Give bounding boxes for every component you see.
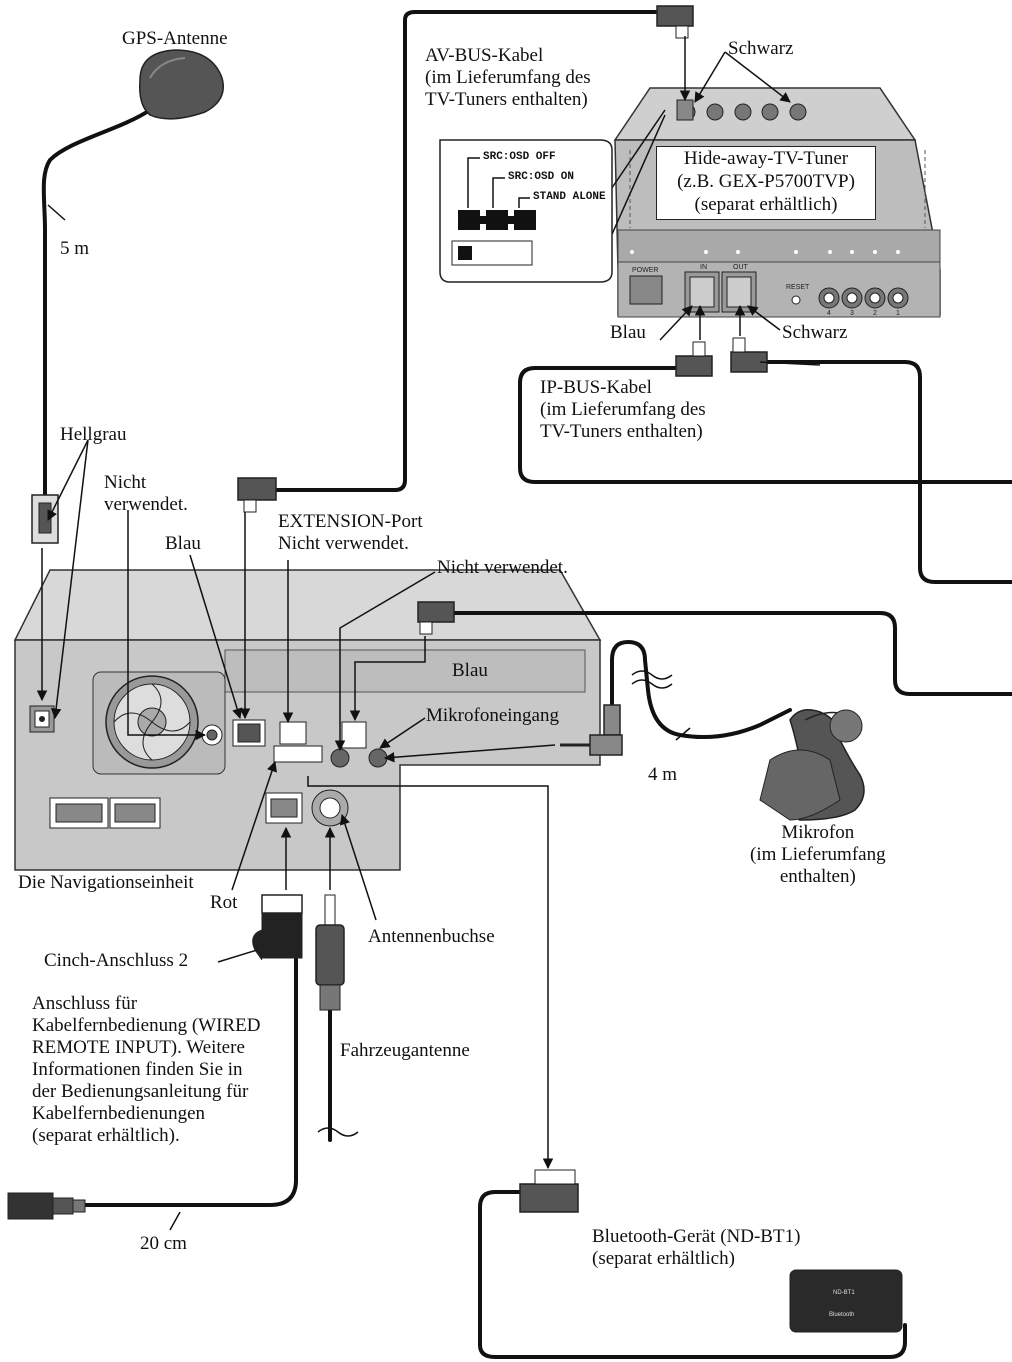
cables [41,10,1012,1359]
tuner-port-4: 4 [827,310,831,317]
tuner-port-1: 1 [896,310,900,317]
label-remote-length: 20 cm [140,1233,187,1254]
label-blue-2: Blau [452,660,488,681]
tuner-reset-label: RESET [786,284,810,291]
tuner-power-label: POWER [632,267,659,274]
switch-osd-off: SRC:OSD OFF [483,151,556,163]
switch-inset [439,139,613,283]
label-bluetooth: Bluetooth-Gerät (ND-BT1)(separat erhältl… [592,1226,801,1269]
tuner-port-2: 2 [873,310,877,317]
tuner-port-3: 3 [850,310,854,317]
label-gps-length: 5 m [60,238,90,259]
tuner-top-jacks [676,99,807,121]
navigation-unit [13,569,602,871]
label-nav-unit: Die Navigationseinheit [18,872,194,893]
tuner-out-label: OUT [733,264,748,271]
label-rca-2: Cinch-Anschluss 2 [44,950,189,971]
tuner-label-box: Hide-away-TV-Tuner (z.B. GEX-P5700TVP) (… [656,146,876,220]
label-blue-1: Blau [165,533,201,554]
label-vehicle-antenna: Fahrzeugantenne [340,1040,470,1061]
label-gps-antenna: GPS-Antenne [122,28,228,49]
bt-brand-label: Bluetooth [829,1312,855,1318]
tuner-in-label: IN [700,264,707,271]
switch-stand-alone: STAND ALONE [533,191,606,203]
cable-breaks [317,670,673,1137]
label-mic-input: Mikrofoneingang [426,705,559,726]
label-red: Rot [210,892,238,913]
switch-osd-on: SRC:OSD ON [508,171,575,183]
label-light-gray: Hellgrau [60,424,127,445]
label-mic-length: 4 m [648,764,678,785]
label-black-2: Schwarz [782,322,848,343]
bt-model-label: ND-BT1 [833,1290,855,1296]
label-not-used-2: Nicht verwendet. [437,557,568,578]
connector-plugs [7,5,903,1333]
label-blue-3: Blau [610,322,646,343]
label-antenna-jack: Antennenbuchse [368,926,495,947]
label-black-1: Schwarz [728,38,794,59]
callout-lines [36,36,821,1231]
